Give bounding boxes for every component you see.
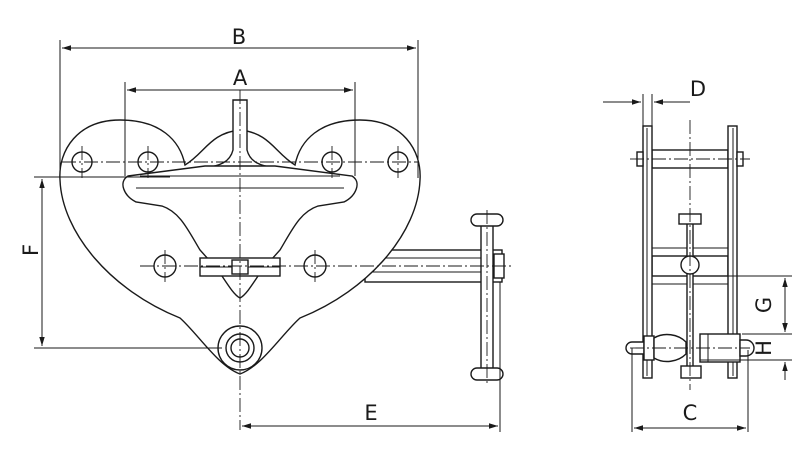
dimension-a [124, 82, 356, 176]
label-f: F [19, 244, 43, 256]
label-h: H [752, 340, 776, 356]
dimension-e [242, 282, 501, 432]
front-center-lines [62, 90, 512, 430]
label-a: A [233, 66, 248, 90]
label-e: E [364, 401, 377, 425]
label-d: D [690, 77, 706, 101]
label-g: G [752, 297, 776, 313]
label-b: B [232, 25, 246, 49]
dimension-d [603, 94, 690, 126]
dimension-f [34, 176, 222, 349]
side-view [603, 94, 792, 432]
dimension-b [59, 40, 419, 178]
dimension-g-h [700, 275, 792, 380]
label-c: C [683, 401, 698, 425]
dimension-c [631, 348, 749, 432]
front-view [34, 40, 512, 432]
